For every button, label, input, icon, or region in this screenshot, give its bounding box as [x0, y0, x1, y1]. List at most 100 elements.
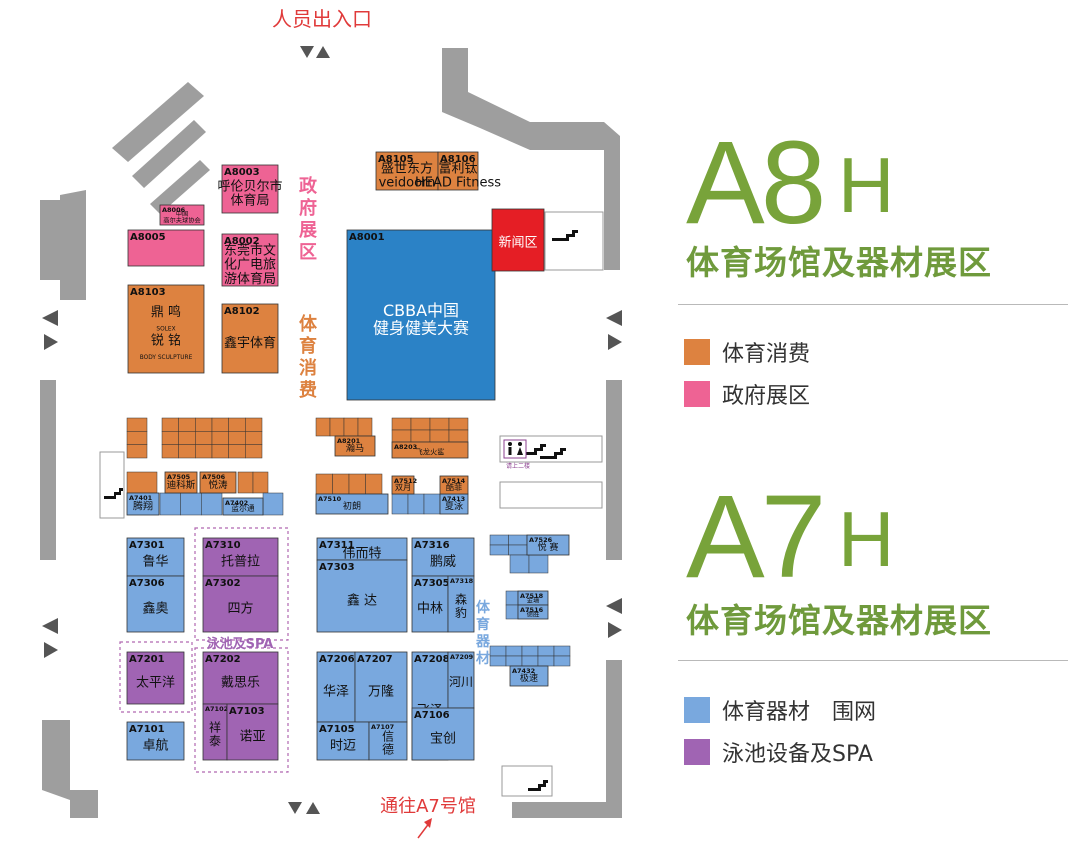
micro-booth: [391, 417, 412, 431]
arrow-right-icon: [44, 642, 58, 658]
booth-id: A7107: [371, 723, 394, 731]
booth-rect: [126, 492, 160, 516]
booth-id: A7318: [450, 577, 474, 585]
pool-zone-outline: [194, 527, 289, 641]
arrow-right-icon: [608, 334, 622, 350]
micro-booth: [365, 473, 383, 495]
micro-booth: [126, 417, 148, 432]
booth-rect: [202, 537, 279, 577]
pool-zone-outline: [119, 641, 193, 713]
booth-id: A7311: [319, 540, 355, 551]
booth-name: 森: [455, 592, 467, 607]
booth-rect: [202, 575, 279, 633]
micro-booth: [528, 554, 549, 574]
booth-id: A8102: [224, 306, 260, 317]
booth-rect: [221, 233, 279, 287]
booth-id: A8105: [378, 154, 414, 165]
vertical-char: 区: [299, 242, 317, 263]
hall-walls: [40, 48, 622, 818]
booth-rect: [354, 651, 408, 723]
legend-swatch: [684, 739, 710, 765]
legend-swatch: [684, 339, 710, 365]
wall-diag-1: [112, 82, 204, 162]
micro-booth: [508, 544, 528, 556]
booth-name: SOLEX: [156, 326, 175, 332]
booth-id: A7401: [129, 494, 153, 502]
micro-booth: [161, 431, 179, 445]
booth-rect: [202, 651, 279, 705]
booth-name: 酷菲: [446, 482, 462, 492]
booth-name: 东莞市文: [224, 242, 276, 258]
booth-name: 夏泳: [445, 500, 463, 512]
booth-rect: [411, 537, 475, 577]
arrow-down-icon: [288, 802, 302, 814]
pool-zone-outline: [194, 647, 289, 773]
booth-name: 极速: [520, 672, 538, 684]
micro-booth: [315, 473, 333, 495]
booth-name: 健身健美大赛: [373, 318, 469, 337]
legend-item-consumer: 体育消费: [684, 336, 810, 368]
micro-booth: [423, 493, 441, 515]
a8-suffix: H: [838, 141, 895, 229]
booth-name: 华泽: [323, 685, 349, 700]
booth-A8005[interactable]: A8005: [127, 229, 205, 267]
micro-booth: [429, 417, 450, 431]
booth-id: A8106: [440, 154, 476, 165]
micro-booth: [332, 473, 350, 495]
booth-name: BODY SCULPTURE: [140, 355, 193, 361]
pool-area-label: 泳池及SPA: [207, 636, 274, 652]
stair-box-west: [99, 451, 125, 519]
booth-press-area[interactable]: 新闻区: [491, 208, 545, 272]
arrow-left-icon: [42, 310, 58, 326]
booth-name: 富利钛: [438, 160, 477, 176]
booth-rect: [126, 651, 185, 705]
booth-name: 太平洋: [136, 676, 175, 691]
vertical-char: 费: [299, 380, 317, 401]
legend-item-government: 政府展区: [684, 378, 810, 410]
stair-box-north: [544, 211, 604, 271]
wall-southeast: [512, 660, 622, 818]
